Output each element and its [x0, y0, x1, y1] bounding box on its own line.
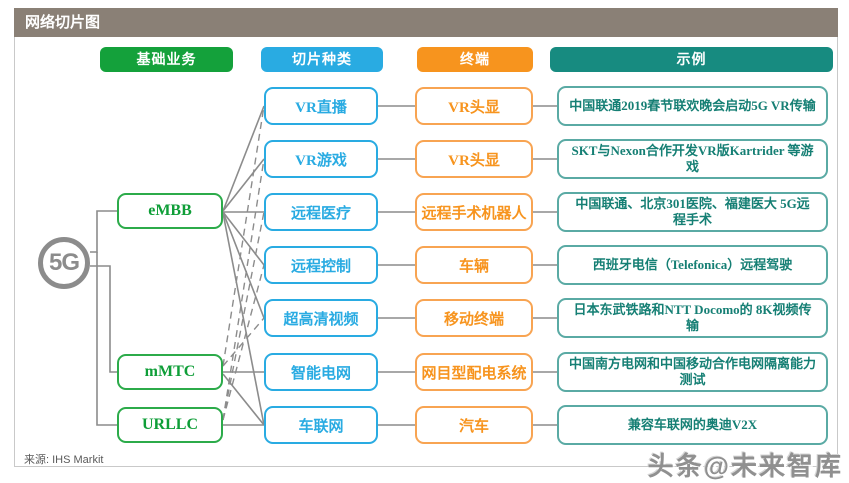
root-node-5g: 5G	[38, 237, 90, 289]
example-node: 西班牙电信（Telefonica）远程驾驶	[557, 245, 828, 285]
example-node: 中国南方电网和中国移动合作电网隔离能力测试	[557, 352, 828, 392]
column-header-base-service: 基础业务	[100, 47, 233, 72]
column-header-slice-type: 切片种类	[261, 47, 383, 72]
column-header-terminal: 终端	[417, 47, 533, 72]
service-node-urllc: URLLC	[117, 407, 223, 443]
slice-node: VR游戏	[264, 140, 378, 178]
slice-node: 智能电网	[264, 353, 378, 391]
terminal-node: VR头显	[415, 140, 533, 178]
service-node-mmtc: mMTC	[117, 354, 223, 390]
watermark: 头条@未来智库	[647, 451, 843, 481]
terminal-node: 车辆	[415, 246, 533, 284]
terminal-node: 汽车	[415, 406, 533, 444]
example-node: SKT与Nexon合作开发VR版Kartrider 等游戏	[557, 139, 828, 179]
dashed-connectors	[222, 105, 265, 421]
terminal-node: 远程手术机器人	[415, 193, 533, 231]
terminal-node: 网目型配电系统	[415, 353, 533, 391]
slice-node: 车联网	[264, 406, 378, 444]
slice-node: 远程医疗	[264, 193, 378, 231]
terminal-node: 移动终端	[415, 299, 533, 337]
terminal-node: VR头显	[415, 87, 533, 125]
diagram-title: 网络切片图	[14, 8, 838, 37]
example-node: 兼容车联网的奥迪V2X	[557, 405, 828, 445]
slice-node: 远程控制	[264, 246, 378, 284]
slice-node: 超高清视频	[264, 299, 378, 337]
slice-node: VR直播	[264, 87, 378, 125]
example-node: 中国联通、北京301医院、福建医大 5G远程手术	[557, 192, 828, 232]
example-node: 日本东武铁路和NTT Docomo的 8K视频传输	[557, 298, 828, 338]
example-node: 中国联通2019春节联欢晚会启动5G VR传输	[557, 86, 828, 126]
source-note: 来源: IHS Markit	[24, 454, 104, 466]
column-header-example: 示例	[550, 47, 833, 72]
service-node-embb: eMBB	[117, 193, 223, 229]
